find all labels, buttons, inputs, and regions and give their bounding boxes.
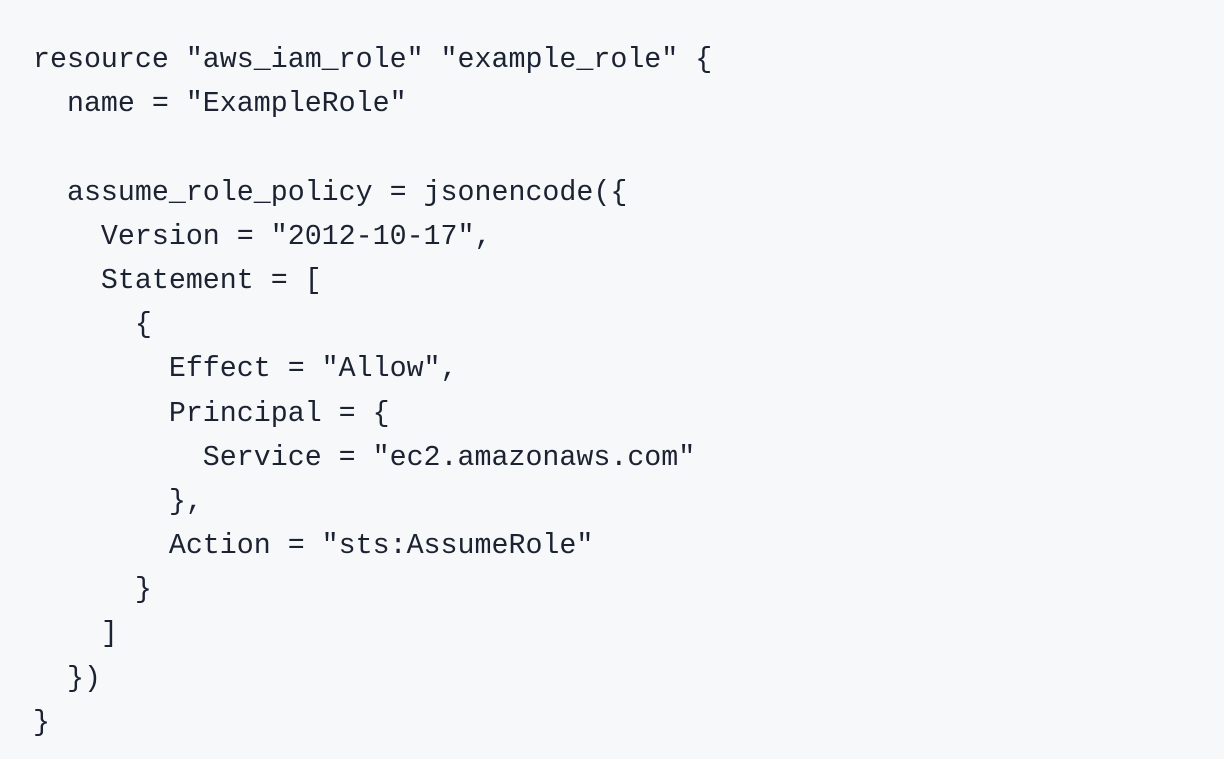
code-line xyxy=(33,126,712,170)
code-line: } xyxy=(33,574,152,607)
code-line: Statement = [ xyxy=(33,264,322,297)
code-line: Effect = "Allow", xyxy=(33,353,458,386)
code-line: Service = "ec2.amazonaws.com" xyxy=(33,441,696,474)
code-line: }, xyxy=(33,485,203,518)
code-line: resource "aws_iam_role" "example_role" { xyxy=(33,44,713,76)
code-line: assume_role_policy = jsonencode({ xyxy=(33,176,628,209)
code-line: ] xyxy=(33,618,118,651)
code-line: Action = "sts:AssumeRole" xyxy=(33,530,594,563)
code-line: { xyxy=(33,309,152,342)
code-block: resource "aws_iam_role" "example_role" {… xyxy=(33,38,712,745)
code-line: Version = "2012-10-17", xyxy=(33,220,492,253)
code-line: }) xyxy=(33,662,101,695)
code-line: name = "ExampleRole" xyxy=(33,88,407,121)
code-line: Principal = { xyxy=(33,397,390,430)
code-line: } xyxy=(33,706,50,739)
